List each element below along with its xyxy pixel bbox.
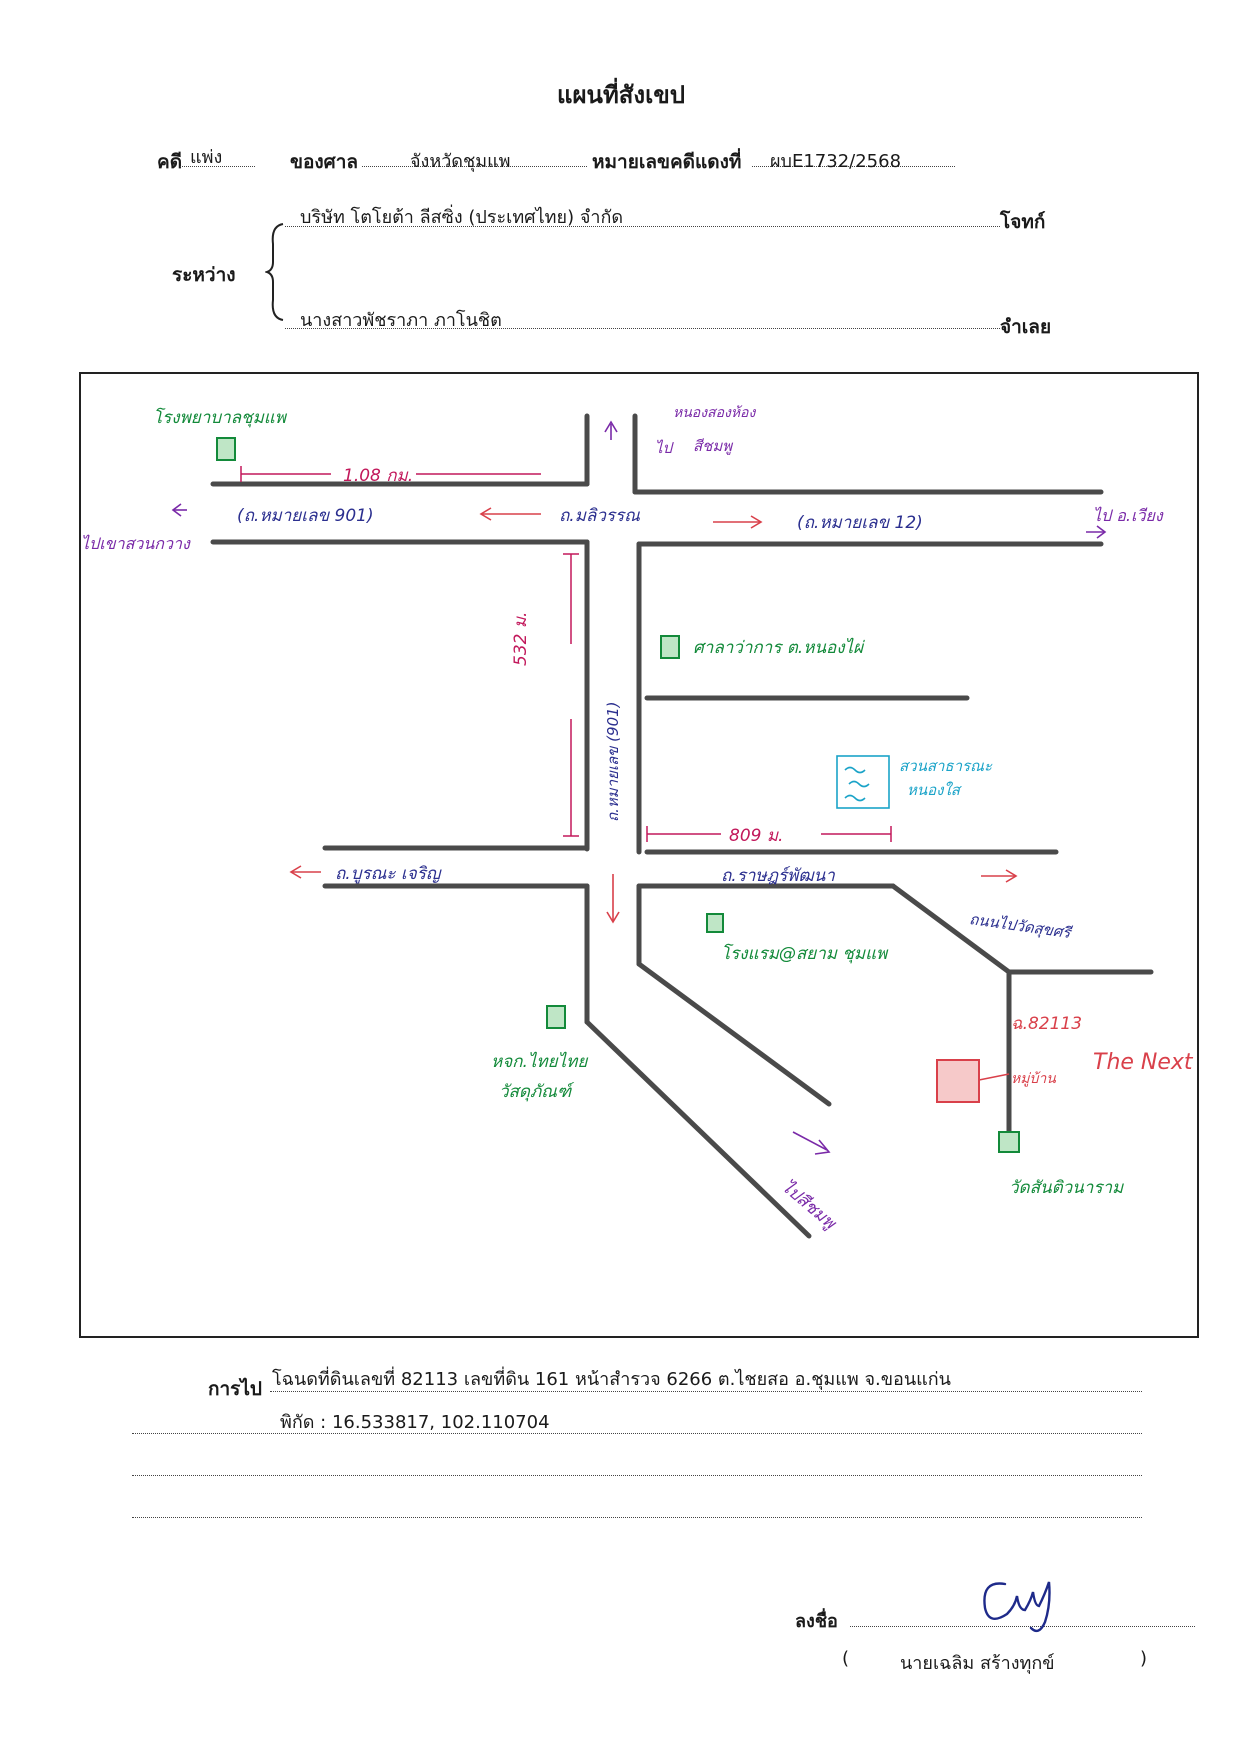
case-label: คดี xyxy=(157,151,183,173)
case-type: แพ่ง xyxy=(190,147,223,168)
deed-number-label: ฉ.82113 xyxy=(1011,1014,1083,1034)
village-label: หมู่บ้าน xyxy=(1011,1071,1056,1087)
court-label: ของศาล xyxy=(290,151,359,173)
to-east-label: ไป อ.เวียง xyxy=(1093,506,1163,525)
defendant-name: นางสาวพัชราภา ภาโนชิต xyxy=(300,310,502,331)
hotel-label: โรงแรม@สยาม ชุมแพ xyxy=(721,944,888,964)
red-case-label: หมายเลขคดีแดงที่ xyxy=(592,151,742,173)
subdistrict-office-label: ศาลาว่าการ ต.หนองไผ่ xyxy=(693,638,864,658)
road-ratpattana-label: ถ.ราษฎร์พัฒนา xyxy=(721,866,835,886)
shop-name-label: หจก.ไทยไทย xyxy=(491,1052,588,1072)
to-north-label: ไป xyxy=(655,439,673,457)
defendant-label: จำเลย xyxy=(1000,316,1052,338)
signer-open-paren: ( xyxy=(842,1648,850,1669)
road-buranacharoen-label: ถ.บูรณะ เจริญ xyxy=(335,864,441,884)
distance-3-label: 809 ม. xyxy=(729,826,784,846)
temple-label: วัดสันติวนาราม xyxy=(1009,1178,1124,1198)
distance-1-label: 1.08 กม. xyxy=(343,466,414,486)
road-network xyxy=(171,413,1154,1239)
to-west-label: ไปเขาสวนกวาง xyxy=(81,534,190,553)
signer-close-paren: ) xyxy=(1140,1648,1148,1669)
hospital-label: โรงพยาบาลชุมแพ xyxy=(153,408,286,428)
distance-2-label: 532 ม. xyxy=(511,611,531,666)
brace-icon xyxy=(265,223,284,321)
plaintiff-label: โจทก์ xyxy=(1000,211,1046,233)
sign-label: ลงชื่อ xyxy=(795,1611,838,1632)
road-12-label: (ถ.หมายเลข 12) xyxy=(797,513,923,533)
village-name-label: The Next xyxy=(1093,1050,1193,1075)
direction-label: การไป xyxy=(208,1378,262,1400)
red-case-number: ผบE1732/2568 xyxy=(770,151,902,172)
to-north-district-label: สีชมพู xyxy=(693,437,733,455)
road-mali-label: ถ.มลิวรรณ xyxy=(559,506,640,526)
court-name: จังหวัดชุมแพ xyxy=(410,151,511,172)
to-north-place-label: หนองสองห้อง xyxy=(673,405,756,421)
pond-sub-label: หนองใส xyxy=(907,781,960,799)
sketch-map: โรงพยาบาลชุมแพ 1.08 กม. (ถ.หมายเลข 901) … xyxy=(79,372,1199,1338)
document-title: แผนที่สังเขป xyxy=(557,81,685,109)
pond-name-label: สวนสาธารณะ xyxy=(899,757,993,775)
direction-line-1: โฉนดที่ดินเลขที่ 82113 เลขที่ดิน 161 หน้… xyxy=(272,1369,951,1390)
between-label: ระหว่าง xyxy=(172,264,236,286)
road-901-west-label: (ถ.หมายเลข 901) xyxy=(237,506,374,526)
signature-image xyxy=(983,1581,1051,1633)
plaintiff-name: บริษัท โตโยต้า ลีสซิ่ง (ประเทศไทย) จำกัด xyxy=(300,207,624,228)
signer-name: นายเฉลิม สร้างทุกข์ xyxy=(900,1653,1055,1674)
road-901-vertical-label: ถ.หมายเลข (901) xyxy=(604,701,622,822)
coordinates-line: พิกัด : 16.533817, 102.110704 xyxy=(280,1412,550,1433)
shop-type-label: วัสดุภัณฑ์ xyxy=(499,1082,572,1102)
